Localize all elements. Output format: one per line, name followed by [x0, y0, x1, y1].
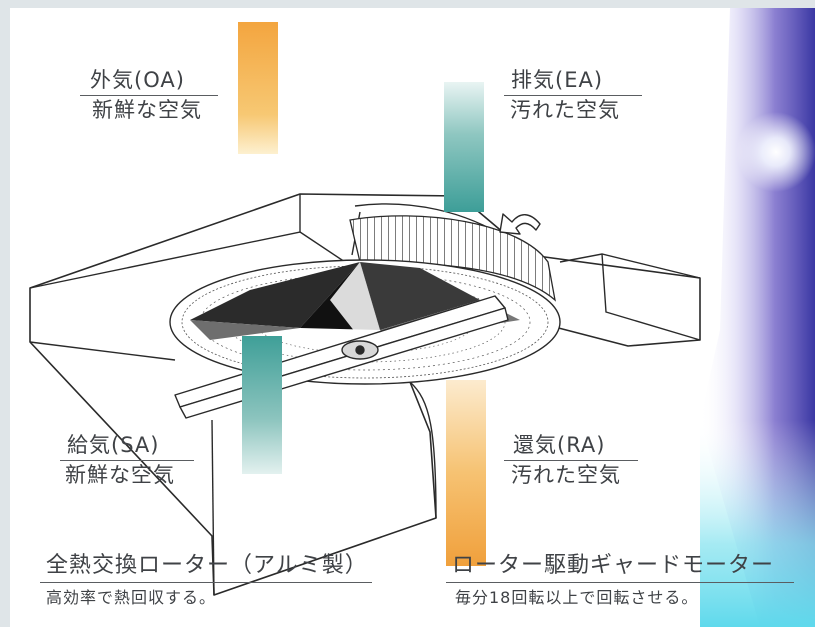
outside-air-flow-bar	[238, 22, 278, 154]
rotor-caption-subtitle: 高効率で熱回収する。	[46, 588, 217, 607]
decorative-color-band	[700, 8, 815, 627]
return-air-desc: 汚れた空気	[511, 463, 621, 487]
exhaust-air-desc: 汚れた空気	[510, 98, 620, 122]
rotor-caption-title: 全熱交換ローター（アルミ製）	[46, 553, 368, 578]
supply-air-code: 給気(SA)	[67, 433, 160, 457]
supply-air-desc: 新鮮な空気	[65, 463, 175, 487]
exhaust-air-code: 排気(EA)	[511, 68, 604, 92]
exhaust-air-flow-bar	[444, 82, 484, 212]
motor-caption-divider	[446, 582, 794, 583]
return-air-code: 還気(RA)	[513, 433, 606, 457]
outside-air-desc: 新鮮な空気	[92, 98, 202, 122]
rotor-caption-divider	[40, 582, 372, 583]
return-air-divider	[504, 460, 638, 461]
outside-air-divider	[80, 95, 218, 96]
return-air-flow-bar	[446, 380, 486, 566]
frame-border-left	[0, 0, 10, 627]
outside-air-code: 外気(OA)	[90, 68, 185, 92]
exhaust-air-divider	[504, 95, 642, 96]
rotation-arrow-icon	[499, 213, 541, 235]
supply-air-divider	[60, 460, 194, 461]
motor-caption-subtitle: 毎分18回転以上で回転させる。	[455, 588, 699, 607]
motor-caption-title: ローター駆動ギャードモーター	[452, 553, 775, 578]
frame-border-top	[0, 0, 815, 8]
supply-air-flow-bar	[242, 336, 282, 474]
housing-edges	[29, 194, 701, 596]
